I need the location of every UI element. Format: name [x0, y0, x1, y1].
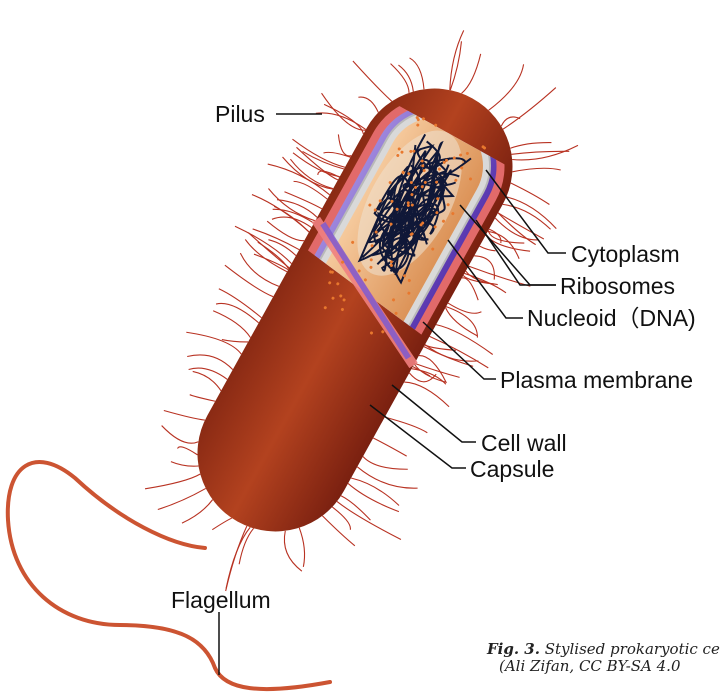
pilus-strand: [462, 54, 481, 94]
pilus-strand: [284, 192, 321, 209]
pilus-strand: [294, 181, 328, 199]
pilus-strand: [284, 531, 301, 571]
label-capsule: Capsule: [470, 458, 554, 481]
label-ribosomes: Ribosomes: [560, 275, 675, 298]
pilus-strand: [448, 303, 481, 313]
pilus-strand: [446, 308, 478, 336]
pilus-strand: [436, 325, 493, 355]
pilus-strand: [225, 265, 273, 296]
pilus-strand: [216, 303, 259, 322]
pilus-strand: [268, 188, 315, 220]
pilus-strand: [511, 183, 550, 205]
pilus-strand: [450, 30, 464, 90]
pilus-strand: [145, 474, 200, 489]
pilus-strand: [373, 438, 406, 456]
pilus-strand: [193, 371, 221, 390]
pilus-strand: [324, 104, 363, 134]
label-nucleoid: Nucleoid（DNA): [527, 307, 696, 330]
pilus-strand: [480, 246, 496, 251]
pilus-strand: [404, 382, 449, 407]
pilus-strand: [332, 507, 350, 530]
pilus-strand: [316, 113, 366, 130]
pilus-strand: [222, 340, 248, 342]
pilus-strand: [162, 426, 199, 444]
label-plasma-membrane: Plasma membrane: [500, 369, 693, 392]
pilus-strand: [182, 500, 213, 524]
pilus-strand: [512, 168, 560, 172]
label-pilus: Pilus: [215, 103, 265, 126]
pilus-strand: [158, 488, 206, 509]
pilus-strand: [164, 411, 205, 421]
label-flagellum: Flagellum: [171, 589, 271, 612]
pilus-strand: [239, 528, 253, 564]
pilus-strand: [299, 528, 304, 567]
pilus-strand: [283, 157, 333, 189]
pilus-strand: [474, 256, 494, 280]
pilus-strand: [510, 143, 551, 149]
pilus-strand: [357, 467, 417, 488]
pilus-strand: [348, 483, 399, 511]
pilus-strand: [213, 311, 250, 338]
pilus-strand: [430, 336, 489, 368]
pilus-strand: [212, 518, 232, 530]
pilus-strand: [501, 117, 520, 126]
pilus-strand: [267, 221, 304, 241]
pilus-strand: [469, 266, 531, 286]
figure-caption: Fig. 3. Stylised prokaryotic ce (Ali Zif…: [487, 641, 720, 676]
pilus-strand: [338, 134, 351, 156]
pilus-strand: [385, 417, 427, 433]
label-cell-wall: Cell wall: [481, 432, 567, 455]
pilus-strand: [363, 457, 408, 470]
pilus-strand: [186, 332, 241, 354]
pilus-strand: [506, 197, 556, 229]
pilus-strand: [178, 447, 198, 455]
pilus-strand: [187, 355, 233, 370]
label-cytoplasm: Cytoplasm: [571, 243, 680, 266]
figure-number: Fig. 3.: [487, 640, 540, 658]
caption-line1: Stylised prokaryotic ce: [545, 640, 720, 658]
capsule-shape: [169, 61, 540, 560]
pilus-strand: [171, 462, 199, 467]
pilus-strand: [353, 61, 392, 101]
pilus-strand: [190, 395, 215, 402]
pilus-strand: [503, 88, 556, 130]
pilus-strand: [322, 516, 354, 546]
pilus-strand: [391, 64, 409, 93]
pilus-strand: [226, 527, 250, 588]
cell-body: [169, 61, 540, 560]
pilus-strand: [489, 64, 524, 110]
pilus-strand: [358, 97, 378, 112]
pilus-strand: [398, 65, 413, 91]
caption-line2: (Ali Zifan, CC BY-SA 4.0: [487, 657, 681, 675]
